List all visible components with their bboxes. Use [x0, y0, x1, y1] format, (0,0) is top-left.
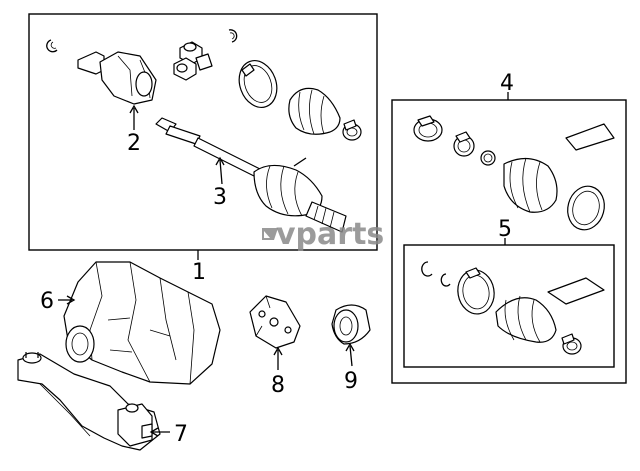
- kit5-snap-ring-2: [440, 273, 451, 287]
- mount-bracket: [17, 352, 161, 451]
- callout-6: 6: [40, 289, 54, 314]
- kit-outer-boot: [503, 157, 558, 213]
- axle-snap-ring-left: [46, 39, 58, 53]
- kit5-clamp-small: [561, 333, 582, 355]
- axle-shaft: [155, 117, 347, 233]
- small-mount-bracket: [249, 295, 301, 349]
- kit-clamp-1: [413, 115, 443, 142]
- kit-ring-small: [480, 150, 496, 166]
- callout-5: 5: [498, 217, 512, 242]
- axle-snap-ring-top: [228, 29, 238, 43]
- callout-3: 3: [213, 185, 227, 210]
- kit-large-ring: [567, 185, 605, 231]
- inner-boot: [288, 87, 341, 135]
- vparts-logo-text: vparts: [276, 217, 384, 252]
- callout-7: 7: [174, 422, 188, 447]
- kit-grease-packet: [565, 123, 615, 151]
- leader-lines: [58, 92, 509, 437]
- kit5-snap-ring-1: [421, 261, 433, 277]
- boot-clamp-large: [238, 60, 278, 108]
- vparts-logo: vparts: [262, 217, 384, 252]
- boot-clamp-small: [342, 119, 362, 141]
- kit-clamp-2: [453, 131, 475, 157]
- kit5-grease-packet: [547, 277, 605, 305]
- vparts-logo-icon: [262, 228, 278, 240]
- differential-housing: [63, 261, 221, 385]
- inner-joint-housing: [77, 51, 157, 105]
- callout-4: 4: [500, 71, 514, 96]
- axle-assembly-box: [28, 13, 378, 251]
- tripod-joint: [173, 41, 213, 81]
- callout-9: 9: [344, 369, 358, 394]
- callout-1: 1: [192, 260, 206, 285]
- callout-2: 2: [127, 131, 141, 156]
- kit5-boot: [495, 295, 557, 343]
- callout-8: 8: [271, 373, 285, 398]
- mount-bushing: [331, 304, 371, 345]
- kit5-clamp-large: [457, 267, 495, 315]
- inner-boot-kit-box: [403, 244, 615, 368]
- outer-boot-kit-box: [391, 99, 627, 384]
